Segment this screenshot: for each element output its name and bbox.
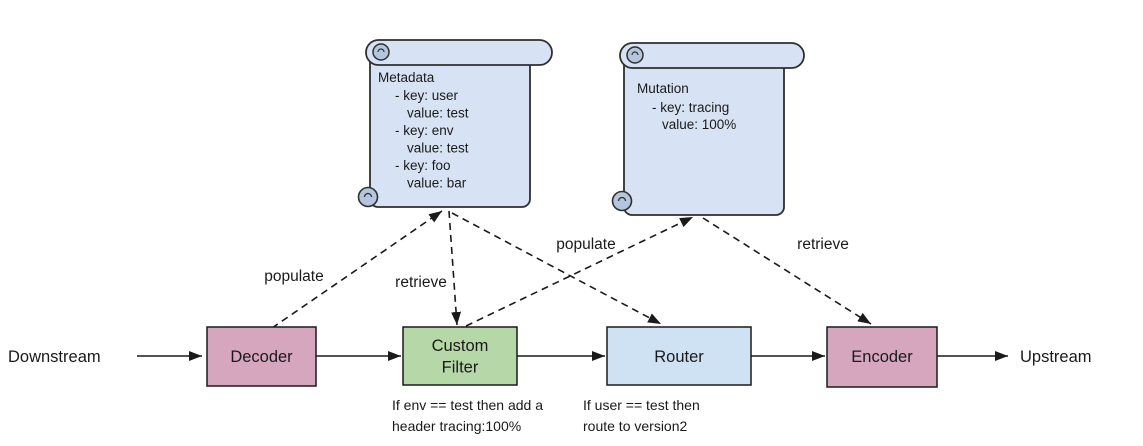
custom-filter-label-line2: Filter — [442, 359, 479, 377]
metadata-line: value: test — [407, 106, 469, 121]
metadata-scroll-bottom-curl-icon — [357, 186, 379, 208]
metadata-line: - key: user — [395, 88, 459, 103]
decoder-label: Decoder — [230, 348, 293, 366]
metadata-line: value: test — [407, 141, 469, 156]
encoder-label: Encoder — [851, 348, 913, 366]
metadata-scroll-title: Metadata — [378, 70, 435, 85]
metadata-line: - key: env — [395, 123, 454, 138]
metadata-scroll-top-roll — [365, 39, 553, 66]
downstream-label: Downstream — [8, 348, 101, 366]
mutation-scroll-title: Mutation — [637, 81, 689, 96]
edge-custom-filter-to-mutation — [465, 216, 694, 327]
mutation-scroll-top-roll — [619, 42, 805, 69]
custom-filter-caption-line1: If env == test then add a — [392, 397, 543, 413]
mutation-scroll-bottom-curl-icon — [611, 190, 633, 212]
metadata-scroll: Metadata - key: user value: test - key: … — [357, 39, 553, 208]
router-label: Router — [654, 348, 704, 366]
metadata-line: value: bar — [407, 176, 467, 191]
mutation-scroll-body — [623, 54, 785, 216]
router-caption-line2: route to version2 — [583, 418, 687, 434]
metadata-scroll-top-curl-detail — [377, 48, 385, 53]
mutation-scroll: Mutation - key: tracing value: 100% — [611, 42, 805, 216]
metadata-line: - key: foo — [395, 158, 451, 173]
edge-mutation-to-encoder — [702, 217, 872, 325]
custom-filter-node: Custom Filter — [402, 326, 518, 386]
upstream-label: Upstream — [1020, 348, 1092, 366]
mutation-scroll-top-curl-detail — [631, 51, 639, 56]
mutation-scroll-top-curl-icon — [626, 46, 644, 64]
custom-filter-caption-line2: header tracing:100% — [392, 418, 521, 434]
decoder-box — [206, 326, 317, 387]
edge-label-populate-left: populate — [264, 268, 323, 285]
metadata-scroll-bottom-curl-detail — [363, 192, 373, 198]
edge-metadata-to-custom-filter — [448, 210, 462, 326]
edge-label-populate-right: populate — [556, 236, 615, 253]
decoder-node: Decoder — [206, 326, 317, 387]
custom-filter-box — [402, 326, 518, 386]
router-box — [606, 326, 752, 386]
encoder-box — [826, 326, 938, 388]
edge-label-retrieve-right: retrieve — [797, 236, 849, 253]
mutation-line: - key: tracing — [652, 100, 729, 115]
edge-decoder-to-metadata — [271, 210, 443, 329]
edge-label-retrieve-left: retrieve — [395, 274, 447, 291]
router-node: Router — [606, 326, 752, 386]
mutation-line: value: 100% — [662, 117, 736, 132]
encoder-node: Encoder — [826, 326, 938, 388]
metadata-scroll-top-curl-icon — [372, 43, 390, 61]
custom-filter-label-line1: Custom — [432, 337, 489, 355]
mutation-scroll-bottom-curl-detail — [617, 196, 627, 202]
router-caption-line1: If user == test then — [583, 397, 700, 413]
edge-metadata-to-router — [451, 212, 662, 325]
